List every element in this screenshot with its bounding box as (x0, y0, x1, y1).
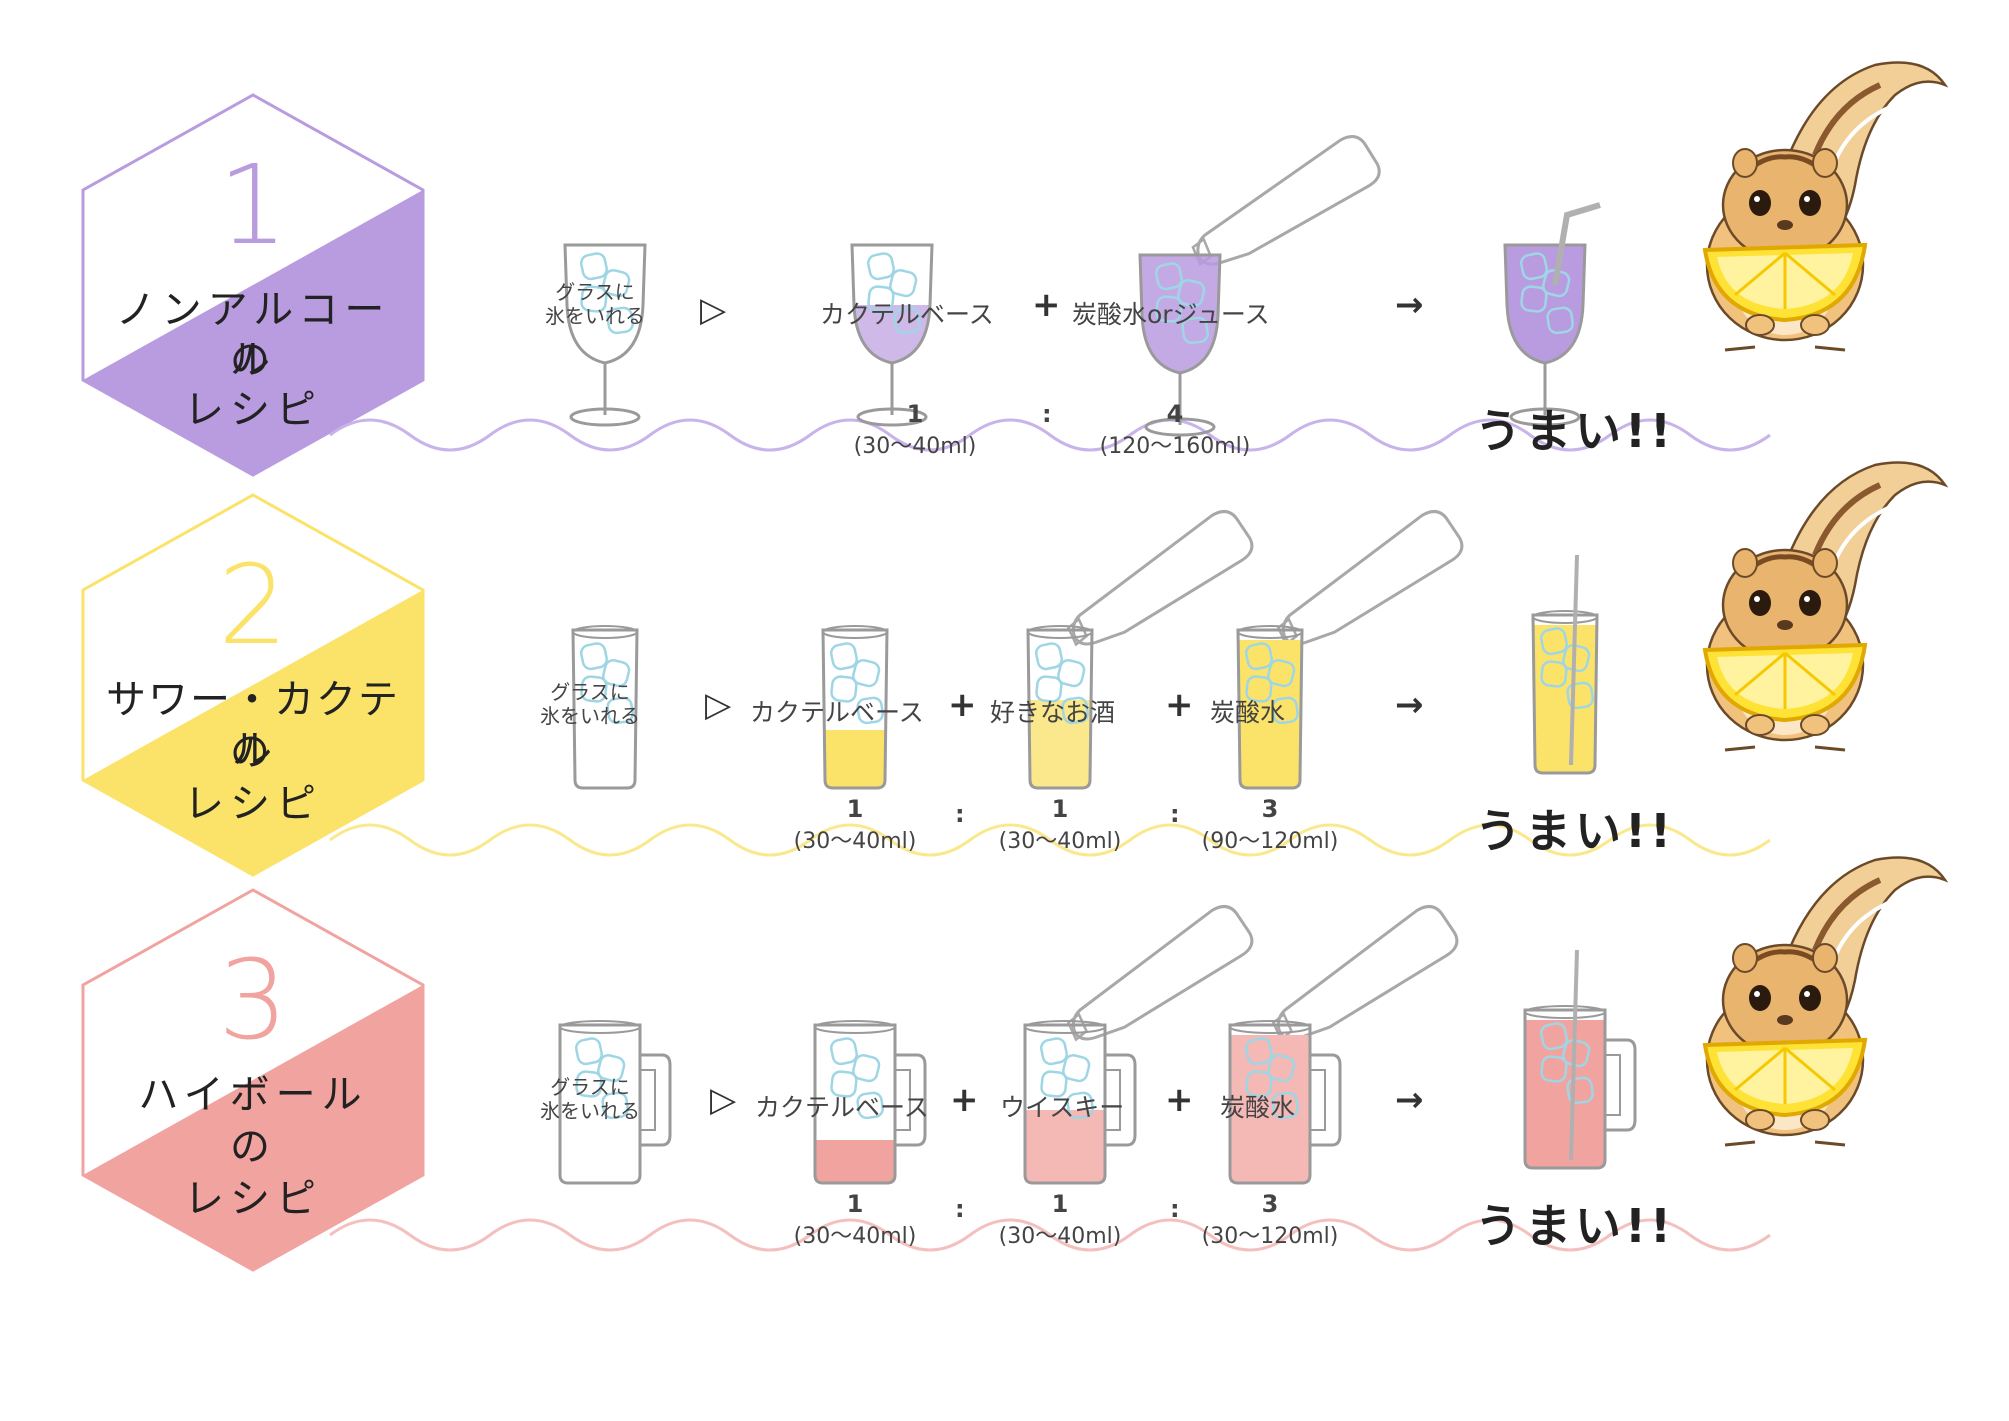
recipe-title-line1: サワー・カクテル (106, 677, 400, 773)
step-ice-text: グラスに 氷をいれる (540, 680, 640, 728)
hexagon-badge (81, 93, 425, 477)
recipe-row-3: 3 ハイボール の レシピ グラスに 氷をいれる ▷ カクテルベース + ウイス… (0, 890, 2009, 1290)
hexagon-badge (81, 493, 425, 877)
ratio-part-1: 1 (30〜40ml) (825, 400, 1005, 460)
recipe-title-line2: の (230, 729, 276, 775)
bottle-icon (1049, 505, 1267, 649)
ratio-colon: : (955, 1195, 965, 1223)
recipe-row-2: 2 サワー・カクテル の レシピ グラスに 氷をいれる ▷ カクテルベース + … (0, 495, 2009, 895)
wave-underline (329, 823, 1771, 857)
glass-icon (1026, 624, 1094, 790)
straw-icon (1552, 202, 1601, 286)
ratio-ml: (120〜160ml) (1099, 434, 1251, 459)
arrow-icon: → (1395, 285, 1424, 325)
ratio-number: 1 (846, 795, 864, 823)
recipe-number: 1 (218, 141, 288, 269)
ratio-part-3: 3 (30〜120ml) (1180, 1190, 1360, 1250)
glass-icon (1138, 253, 1222, 437)
result-text: うまい!! (1475, 1199, 1675, 1253)
ratio-number: 4 (1166, 400, 1184, 428)
ingredient-soda: 炭酸水 (1210, 698, 1286, 727)
recipe-title-line3: レシピ (184, 781, 322, 827)
ratio-part-2: 4 (120〜160ml) (1085, 400, 1265, 460)
bottle-icon (1177, 131, 1392, 269)
ratio-colon: : (1170, 1195, 1180, 1223)
glass-icon (850, 243, 934, 427)
ratio-colon: : (1042, 400, 1052, 428)
recipe-title-line3: レシピ (184, 1176, 322, 1222)
ratio-ml: (30〜40ml) (998, 829, 1122, 854)
ratio-number: 1 (906, 400, 924, 428)
glass-icon (1523, 949, 1637, 1170)
ratio-part-2: 1 (30〜40ml) (970, 795, 1150, 855)
straw-icon (1569, 554, 1579, 766)
arrow-icon: → (1395, 685, 1424, 725)
ratio-ml: (30〜40ml) (853, 434, 977, 459)
ingredient-soda: 炭酸水 (1220, 1093, 1296, 1122)
ratio-number: 1 (1051, 1190, 1069, 1218)
recipe-number: 2 (218, 541, 288, 669)
bottle-icon (1259, 505, 1477, 649)
glass-icon (563, 243, 647, 427)
ratio-colon: : (1170, 800, 1180, 828)
recipe-row-1: 1 ノンアルコール の レシピ グラスに 氷をいれる ▷ カクテルベース + 炭… (0, 95, 2009, 495)
hexagon-badge (81, 888, 425, 1272)
ratio-number: 1 (1051, 795, 1069, 823)
glass-icon (1023, 1019, 1137, 1185)
recipe-title-line2: の (230, 1124, 276, 1170)
recipe-title-line1: ハイボール (138, 1072, 368, 1118)
glass-icon (1236, 624, 1304, 790)
plus-sign: + (1165, 1080, 1194, 1120)
plus-sign: + (950, 1080, 979, 1120)
plus-sign: + (1032, 285, 1061, 325)
ratio-colon: : (955, 800, 965, 828)
wave-underline (329, 418, 1771, 452)
play-icon: ▷ (705, 685, 732, 725)
chipmunk-icon (1705, 63, 1945, 351)
result-text: うまい!! (1475, 804, 1675, 858)
ingredient-liquor: 好きなお酒 (990, 698, 1116, 727)
ratio-number: 3 (1261, 1190, 1279, 1218)
ratio-ml: (90〜120ml) (1201, 829, 1339, 854)
ingredient-whisky: ウイスキー (1000, 1093, 1125, 1122)
step-ice-text: グラスに 氷をいれる (545, 280, 645, 328)
arrow-icon: → (1395, 1080, 1424, 1120)
ratio-ml: (30〜40ml) (793, 1224, 917, 1249)
recipe-title-line1: ノンアルコール (115, 287, 391, 383)
glass-icon (1228, 1019, 1342, 1185)
ratio-part-1: 1 (30〜40ml) (765, 1190, 945, 1250)
ratio-number: 3 (1261, 795, 1279, 823)
ratio-number: 1 (846, 1190, 864, 1218)
play-icon: ▷ (710, 1080, 737, 1120)
result-text: うまい!! (1475, 404, 1675, 458)
recipe-number: 3 (218, 936, 288, 1064)
chipmunk-icon (1705, 858, 1945, 1146)
play-icon: ▷ (700, 290, 727, 330)
glass-icon (821, 624, 889, 790)
recipe-title-line3: レシピ (184, 387, 322, 433)
ratio-part-3: 3 (90〜120ml) (1180, 795, 1360, 855)
recipe-3-artwork (81, 888, 2009, 1272)
plus-sign: + (948, 685, 977, 725)
recipe-title-line2: の (230, 337, 276, 383)
step-ice-text: グラスに 氷をいれる (540, 1075, 640, 1123)
ratio-part-2: 1 (30〜40ml) (970, 1190, 1150, 1250)
ratio-ml: (30〜40ml) (793, 829, 917, 854)
plus-sign: + (1165, 685, 1194, 725)
ingredient-soda: 炭酸水orジュース (1072, 300, 1270, 329)
ratio-part-1: 1 (30〜40ml) (765, 795, 945, 855)
ratio-ml: (30〜120ml) (1201, 1224, 1339, 1249)
wave-underline (329, 1218, 1771, 1252)
recipe-2-artwork (81, 493, 2009, 877)
glass-icon (1503, 202, 1601, 427)
chipmunk-icon (1705, 463, 1945, 751)
ingredient-cocktail-base: カクテルベース (820, 300, 994, 329)
straw-icon (1569, 949, 1579, 1161)
ratio-ml: (30〜40ml) (998, 1224, 1122, 1249)
ingredient-cocktail-base: カクテルベース (755, 1093, 929, 1122)
recipe-1-artwork (81, 93, 2009, 477)
glass-icon (1531, 554, 1599, 775)
glass-icon (813, 1019, 927, 1185)
ingredient-cocktail-base: カクテルベース (750, 698, 924, 727)
